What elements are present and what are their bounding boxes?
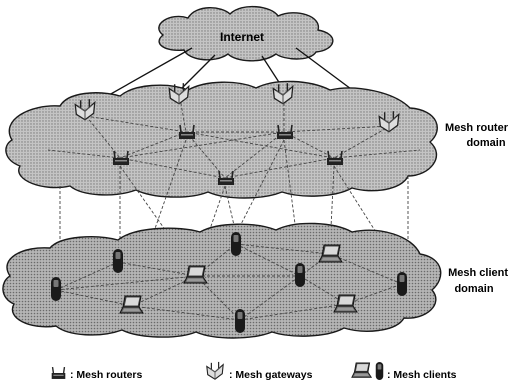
internet-label: Internet — [220, 30, 264, 44]
phone-icon — [235, 309, 245, 333]
legend-clients: : Mesh clients — [387, 369, 457, 381]
client-domain-label-line1: Mesh client — [448, 267, 508, 279]
legend: : Mesh routers : Mesh gateways : Mesh cl… — [52, 362, 457, 381]
phone-icon — [113, 249, 123, 273]
router-domain-label-line1: Mesh router — [445, 122, 509, 134]
phone-icon — [231, 232, 241, 256]
laptop-icon — [352, 363, 371, 377]
phone-icon — [376, 362, 384, 380]
mesh-client-domain-cloud — [3, 223, 441, 338]
gateway-icon — [207, 362, 223, 379]
router-domain-label-line2: domain — [466, 137, 505, 149]
router-icon — [52, 367, 66, 379]
phone-icon — [51, 277, 61, 301]
client-domain-label-line2: domain — [454, 283, 493, 295]
phone-icon — [295, 263, 305, 287]
legend-gateways: : Mesh gateways — [229, 369, 313, 381]
legend-routers: : Mesh routers — [70, 369, 143, 381]
phone-icon — [397, 272, 407, 296]
